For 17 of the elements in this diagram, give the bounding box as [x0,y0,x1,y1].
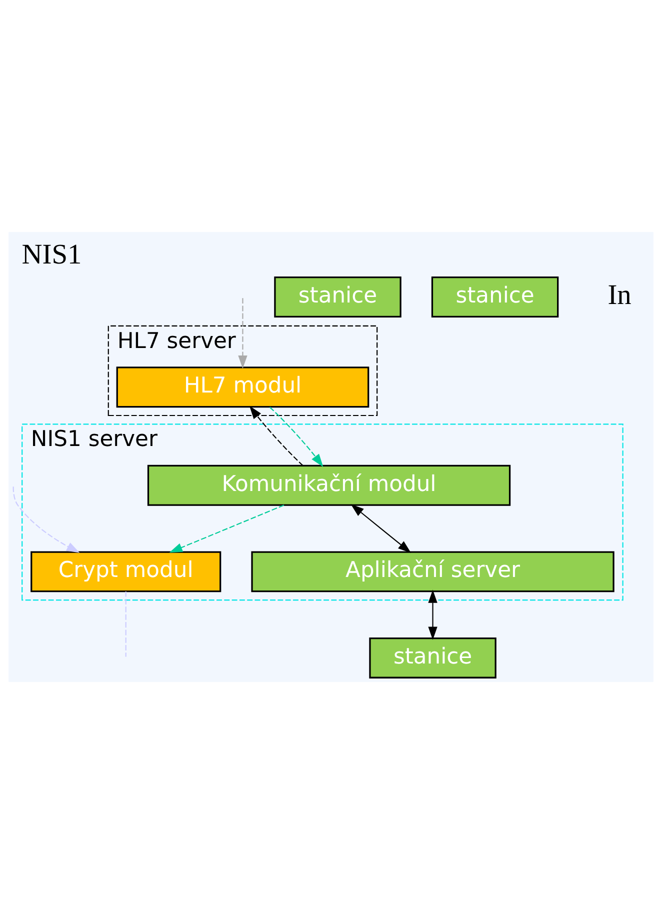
arrow [12,486,80,553]
arrow [428,590,438,640]
diagram-title: NIS1 [22,239,82,270]
arrow [350,504,412,554]
node-box: stanice [431,276,559,318]
node-box: Crypt modul [30,551,222,592]
arrow [238,298,248,369]
arrow [169,504,284,553]
node-box: stanice [369,637,496,678]
arrow [249,406,304,466]
connector [125,591,126,657]
node-box: HL7 modul [116,366,370,408]
node-box: Aplikační server [251,551,614,592]
node-box: stanice [274,276,402,318]
arrow [269,406,324,467]
label: In [608,280,632,311]
node-box: Komunikační modul [147,464,511,506]
